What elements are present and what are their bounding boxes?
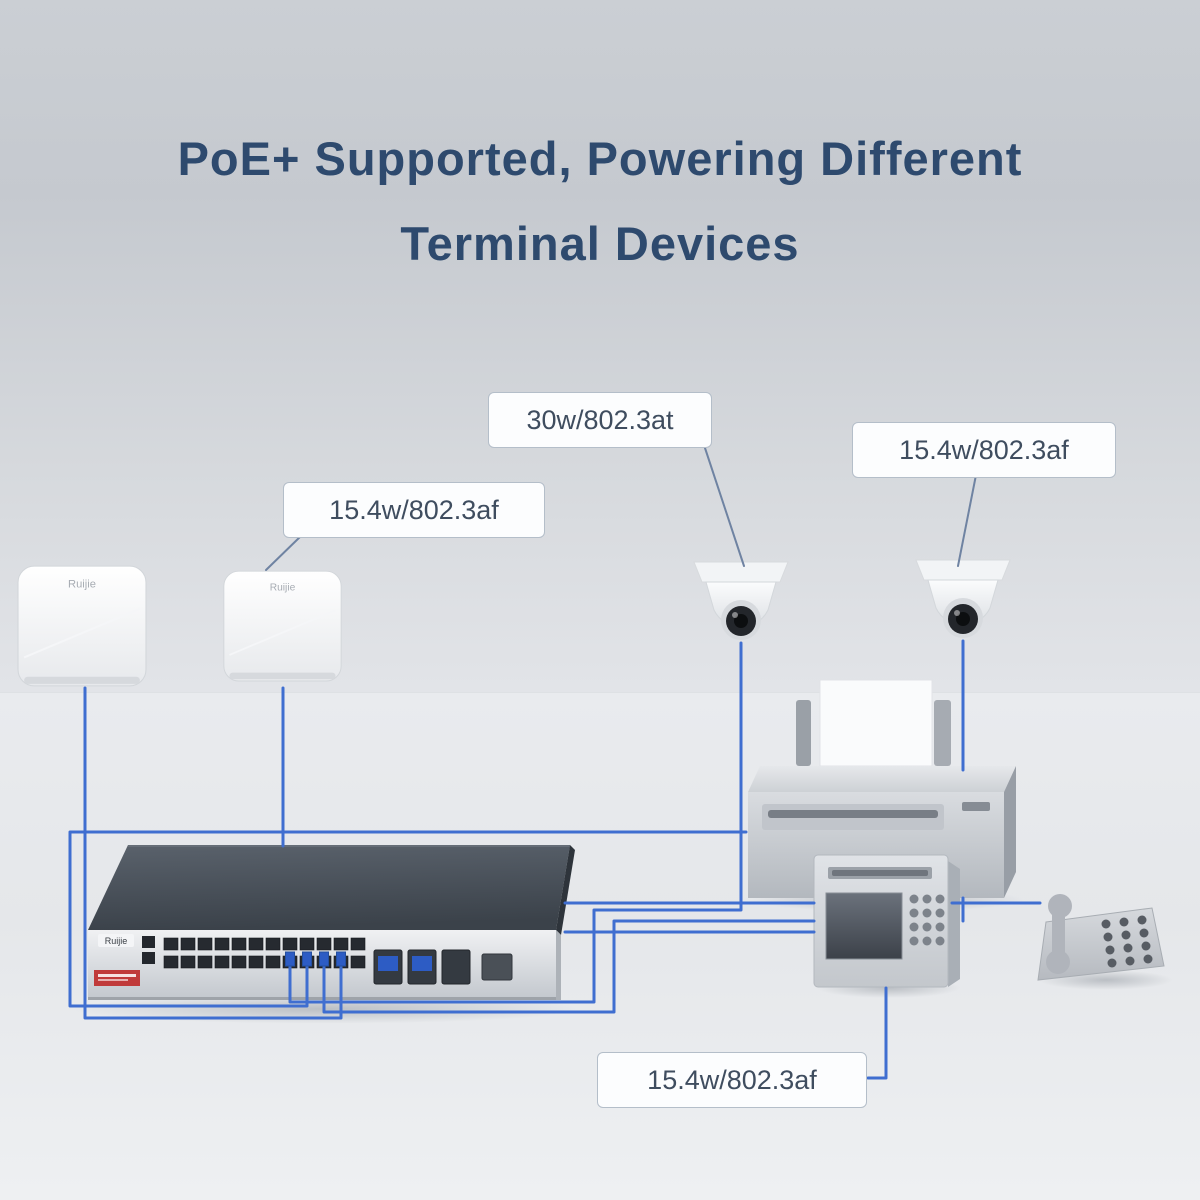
terminal-screen (825, 892, 903, 960)
dome-camera-graphic (915, 559, 1011, 638)
access-control-terminal (806, 845, 966, 995)
ap-brand-text: Ruijie (68, 578, 96, 590)
paper-sheet (819, 679, 933, 767)
access-control-graphic (813, 854, 960, 988)
switch-brand-text: Ruijie (105, 936, 128, 946)
ap-brand-text: Ruijie (270, 583, 296, 594)
card-slot (832, 870, 928, 876)
uplink-port (142, 936, 155, 948)
access-point-right: Ruijie (222, 566, 343, 688)
telephone-graphic (1037, 894, 1165, 981)
dome-camera-right (908, 556, 1018, 656)
switch-graphic: Ruijie (88, 845, 575, 1000)
callout-access-label: 15.4w/802.3af (597, 1052, 867, 1108)
callout-camera-right-label: 15.4w/802.3af (852, 422, 1116, 478)
paper-output-slot (768, 810, 938, 818)
access-point-graphic: Ruijie (17, 565, 147, 687)
callout-camera-left-label: 30w/802.3at (488, 392, 712, 448)
wall-background (0, 0, 1200, 692)
title-line-2: Terminal Devices (400, 217, 800, 270)
desk-telephone (1030, 888, 1170, 993)
phone-keypad (1101, 915, 1153, 968)
callout-access-text: 15.4w/802.3af (647, 1064, 817, 1095)
lens-highlight (732, 612, 738, 618)
dome-camera-graphic (693, 561, 789, 640)
page-title: PoE+ Supported, Powering Different Termi… (0, 116, 1200, 286)
handset (1046, 894, 1072, 974)
access-point-graphic: Ruijie (223, 570, 342, 682)
access-point-left: Ruijie (16, 564, 148, 690)
dome-camera-left (686, 558, 796, 658)
poe-network-switch: Ruijie (58, 830, 588, 1020)
title-line-1: PoE+ Supported, Powering Different (177, 132, 1023, 185)
red-spec-label (94, 970, 140, 986)
callout-ap-label: 15.4w/802.3af (283, 482, 545, 538)
callout-camera-left-text: 30w/802.3at (526, 404, 674, 435)
switch-top-face (88, 845, 570, 930)
printer-control-panel (962, 802, 990, 811)
uplink-port (142, 952, 155, 964)
callout-ap-text: 15.4w/802.3af (329, 494, 499, 525)
sfp-port-block (373, 949, 513, 985)
callout-camera-right-text: 15.4w/802.3af (899, 434, 1069, 465)
lens-highlight (954, 610, 960, 616)
